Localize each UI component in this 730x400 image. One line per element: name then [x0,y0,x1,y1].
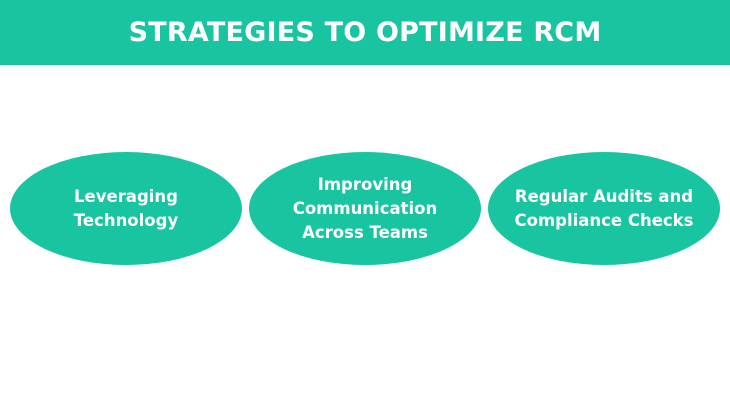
strategy-ellipse-audits: Regular Audits and Compliance Checks [488,152,720,265]
header-banner: STRATEGIES TO OPTIMIZE RCM [0,0,730,65]
strategy-ellipse-technology: Leveraging Technology [10,152,242,265]
strategy-label: Improving Communication Across Teams [292,174,438,242]
page-title: STRATEGIES TO OPTIMIZE RCM [128,17,602,48]
strategy-label: Regular Audits and Compliance Checks [514,186,694,230]
strategy-ellipse-communication: Improving Communication Across Teams [249,152,481,265]
strategy-label: Leveraging Technology [73,186,179,230]
